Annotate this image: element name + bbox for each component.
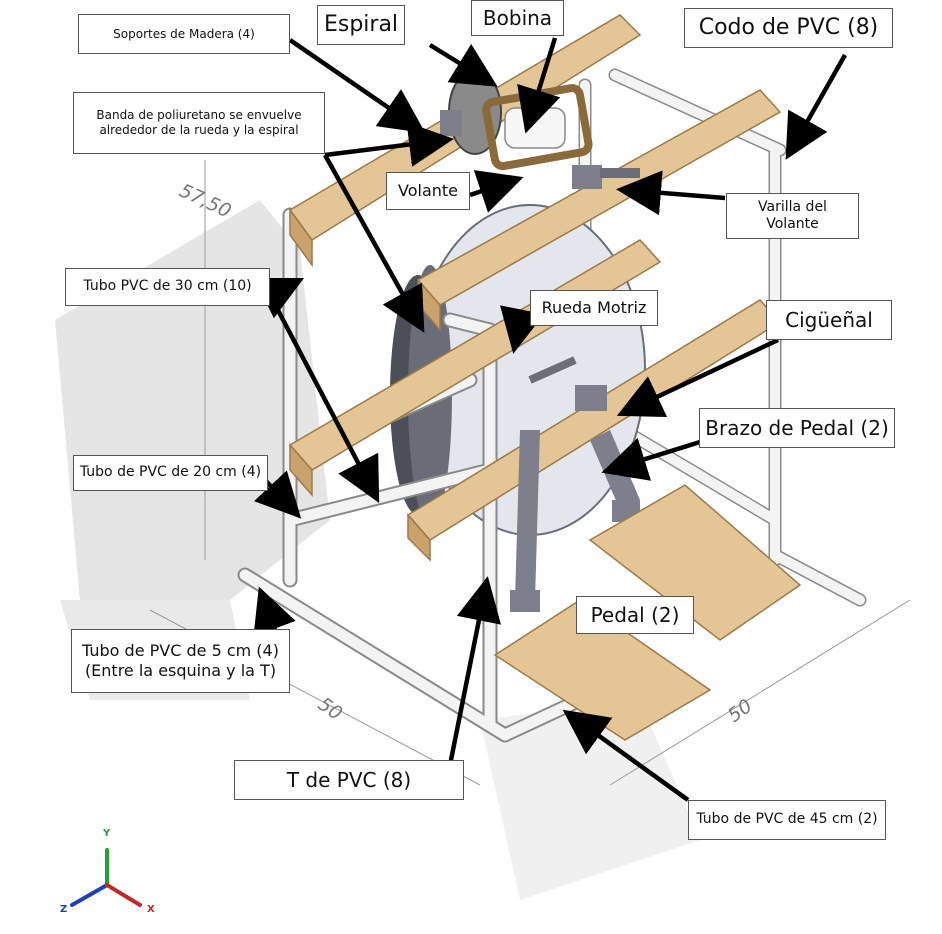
label-volante: Volante (386, 172, 470, 210)
label-varilla-volante: Varilla del Volante (726, 193, 859, 239)
label-tubo-45: Tubo de PVC de 45 cm (2) (688, 800, 886, 840)
label-tubo-20: Tubo de PVC de 20 cm (4) (73, 455, 268, 491)
label-soportes-madera: Soportes de Madera (4) (78, 14, 290, 54)
leader-arrows (253, 37, 847, 802)
label-pedal: Pedal (2) (576, 596, 694, 634)
label-rueda-motriz: Rueda Motriz (530, 290, 658, 326)
label-banda-poliuretano: Banda de poliuretano se envuelve alreded… (73, 92, 325, 154)
axis-y-label: Y (103, 828, 111, 839)
label-tubo5-line2: (Entre la esquina y la T) (84, 661, 277, 680)
label-ciguenal: Cigüeñal (766, 300, 892, 340)
axis-z-label: Z (60, 904, 68, 915)
label-brazo-pedal: Brazo de Pedal (2) (699, 408, 895, 448)
label-tubo-5: Tubo de PVC de 5 cm (4) (Entre la esquin… (71, 629, 290, 693)
label-varilla-line2: Volante (766, 216, 819, 232)
label-t-pvc: T de PVC (8) (234, 760, 464, 800)
label-banda-line1: Banda de poliuretano se envuelve (96, 108, 302, 122)
label-espiral: Espiral (317, 5, 405, 45)
axis-x-label: X (147, 904, 155, 915)
label-tubo-30: Tubo PVC de 30 cm (10) (65, 268, 270, 306)
label-varilla-line1: Varilla del (758, 198, 827, 215)
label-codo-pvc: Codo de PVC (8) (684, 8, 893, 48)
axis-triad (70, 848, 142, 907)
label-bobina: Bobina (471, 0, 564, 36)
label-tubo5-line1: Tubo de PVC de 5 cm (4) (82, 641, 279, 660)
label-banda-line2: alrededor de la rueda y la espiral (99, 123, 299, 137)
